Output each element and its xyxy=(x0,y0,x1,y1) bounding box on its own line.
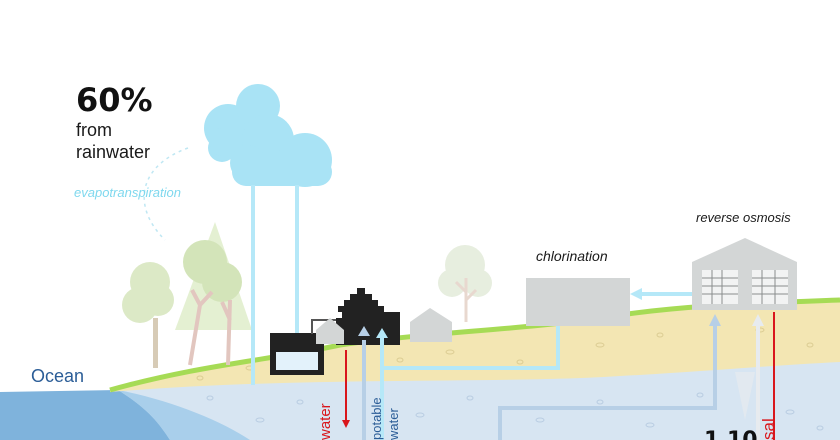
tree-group-left xyxy=(122,222,252,368)
label-potable-line2: water xyxy=(386,408,401,440)
rainwater-pipes xyxy=(251,185,299,385)
label-wastewater-fragment: water xyxy=(317,403,334,440)
chlorination-building xyxy=(526,278,630,326)
label-ocean: Ocean xyxy=(31,366,85,386)
label-potable-line1: potable xyxy=(369,397,384,440)
rainwater-tank-icon xyxy=(270,319,340,375)
evapotranspiration-arc xyxy=(143,147,189,241)
aquifer-pebbles xyxy=(155,392,824,431)
reverse-osmosis-building xyxy=(692,238,797,310)
house-icon xyxy=(336,288,400,345)
headline-line2: rainwater xyxy=(76,142,151,162)
cloud-icon xyxy=(204,84,332,187)
label-evapotranspiration: evapotranspiration xyxy=(74,185,181,200)
tree-right xyxy=(438,245,492,322)
soil-pebbles xyxy=(196,327,814,381)
headline-line1: from xyxy=(76,120,112,140)
potable-water-pipes xyxy=(358,320,560,440)
ocean-water xyxy=(0,390,170,440)
reverse-osmosis-pipes xyxy=(498,312,775,440)
label-desal-fragment: sal xyxy=(759,418,778,440)
wastewater-pipe xyxy=(342,350,350,428)
headline-percent: 60% xyxy=(76,81,153,119)
label-reverse-osmosis: reverse osmosis xyxy=(696,210,791,225)
ocean-shallow xyxy=(118,390,250,440)
chlorination-arrow xyxy=(630,288,692,300)
label-chlorination: chlorination xyxy=(536,248,608,264)
label-partial-number: 1 10 xyxy=(704,430,758,440)
neighbor-house-icon xyxy=(316,308,452,344)
